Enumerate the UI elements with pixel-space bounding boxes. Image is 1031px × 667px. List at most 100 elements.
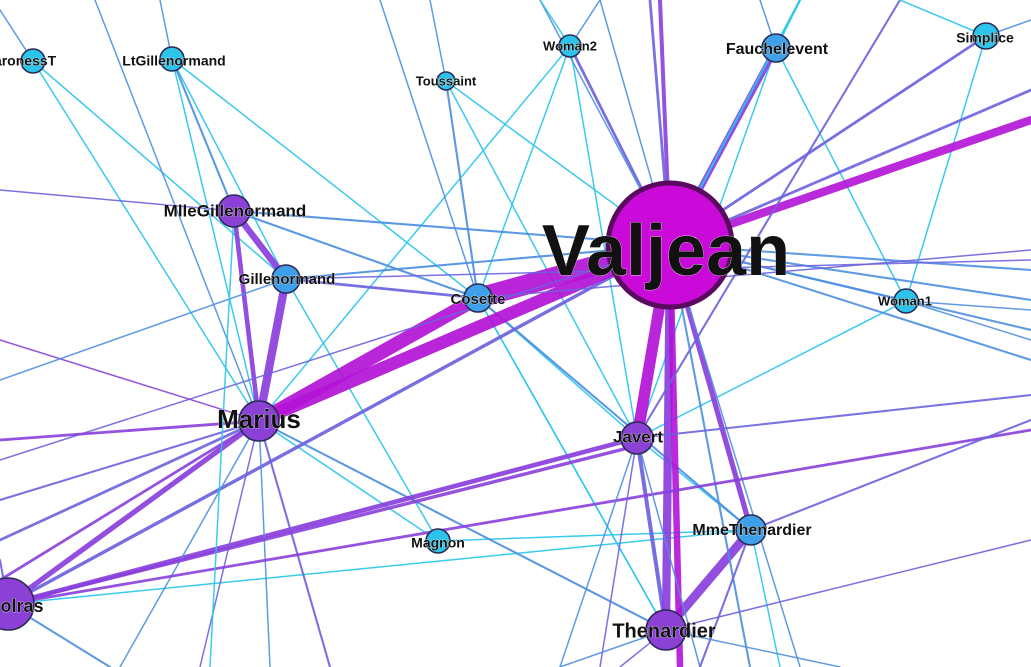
node-gillenormand[interactable] xyxy=(271,264,301,294)
node-label-javert: Javert xyxy=(613,427,663,446)
node-fauchelevent[interactable] xyxy=(761,33,791,63)
edge-cosette-toussaint xyxy=(444,79,480,300)
edge-cosette-mmethenardier xyxy=(476,296,753,532)
offscreen-edge-mllegillenormand-53 xyxy=(0,189,235,212)
offscreen-edge-javert-33 xyxy=(635,0,902,440)
node-label-mllegillenormand: MlleGillenormand xyxy=(164,201,307,220)
node-label-valjean: Valjean xyxy=(542,211,790,291)
offscreen-edge-enjolras-26 xyxy=(6,443,642,606)
node-label-marius: Marius xyxy=(217,404,301,434)
node-mllegillenormand[interactable] xyxy=(217,194,251,228)
edge-marius-gillenormand xyxy=(254,274,291,426)
edge-javert-woman1 xyxy=(636,300,907,439)
node-label-gillenormand: Gillenormand xyxy=(239,271,336,288)
offscreen-edge-javert-32 xyxy=(636,437,701,667)
node-label-woman2: Woman2 xyxy=(543,38,597,53)
node-label-thenardier: Thenardier xyxy=(612,620,716,642)
edges-layer xyxy=(5,34,988,635)
offscreen-edge-valjean-12 xyxy=(668,243,752,667)
edge-marius-baronesst xyxy=(32,60,260,422)
offscreen-edge-marius-19 xyxy=(94,0,260,422)
edge-ltgillenormand-gillenormand xyxy=(171,58,287,280)
edge-ltgillenormand-mllegillenormand xyxy=(170,57,236,213)
node-magnon[interactable] xyxy=(425,528,451,554)
node-label-toussaint: Toussaint xyxy=(416,73,477,88)
edge-thenardier-cosette xyxy=(477,297,667,631)
offscreen-edge-marius-20 xyxy=(0,339,260,422)
offscreen-edge-mmethenardier-34 xyxy=(749,418,1031,532)
edge-javert-toussaint xyxy=(445,80,638,439)
offscreen-edge-woman1-45 xyxy=(905,300,1031,341)
offscreen-edge-javert-29 xyxy=(635,393,1031,440)
edge-valjean-mllegillenormand xyxy=(232,209,672,247)
node-label-baronesst: BaronessT xyxy=(0,53,57,69)
offscreen-edge-simplice-44 xyxy=(899,0,987,37)
node-simplice[interactable] xyxy=(972,22,1000,50)
edge-marius-magnon xyxy=(258,420,439,542)
offscreen-edge-marius-16 xyxy=(0,419,261,502)
offscreen-edge-marius-17 xyxy=(0,419,261,542)
edge-simplice-woman1 xyxy=(905,35,987,302)
nodes-layer xyxy=(0,22,1000,651)
edge-cosette-gillenormand xyxy=(284,277,480,300)
node-label-cosette: Cosette xyxy=(450,291,505,308)
offscreen-edge-javert-31 xyxy=(599,437,638,667)
edge-gillenormand-baronesst xyxy=(32,60,287,280)
offscreen-edge-marius-18 xyxy=(0,419,261,582)
node-label-woman1: Woman1 xyxy=(878,293,932,308)
edge-valjean-enjolras xyxy=(6,243,672,606)
offscreen-edge-marius-23 xyxy=(119,420,260,667)
offscreen-edge-enjolras-25 xyxy=(6,428,1031,606)
node-javert[interactable] xyxy=(620,421,654,455)
node-marius[interactable] xyxy=(238,400,280,442)
node-label-simplice: Simplice xyxy=(956,30,1014,46)
edge-cosette-ltgillenormand xyxy=(171,58,479,299)
edge-javert-thenardier xyxy=(635,436,668,632)
node-label-ltgillenormand: LtGillenormand xyxy=(122,53,225,69)
node-mmethenardier[interactable] xyxy=(735,514,767,546)
offscreen-edge-marius-22 xyxy=(258,420,271,667)
offscreen-edge-mmethenardier-36 xyxy=(698,528,753,667)
offscreen-edge-mllegillenormand-54 xyxy=(209,210,235,667)
offscreen-edge-valjean-1 xyxy=(668,88,1031,247)
edge-marius-mllegillenormand xyxy=(231,208,262,424)
offscreen-edge-woman1-46 xyxy=(905,300,1031,311)
edge-marius-ltgillenormand xyxy=(171,58,260,422)
node-label-mmethenardier: MmeThenardier xyxy=(692,522,811,539)
edge-mmethenardier-enjolras xyxy=(7,529,752,605)
offscreen-edge-thenardier-39 xyxy=(665,629,841,667)
node-enjolras[interactable] xyxy=(0,577,35,631)
offscreen-edge-marius-15 xyxy=(0,419,261,442)
offscreen-edge-marius-21 xyxy=(257,419,332,667)
node-label-fauchelevent: Fauchelevent xyxy=(726,41,829,58)
node-toussaint[interactable] xyxy=(436,71,456,91)
node-label-enjolras: Enjolras xyxy=(0,596,44,616)
edge-marius-woman2 xyxy=(258,45,571,422)
offscreen-edge-cosette-56 xyxy=(477,249,1031,299)
offscreen-edge-cosette-57 xyxy=(379,0,479,299)
offscreen-edge-thenardier-40 xyxy=(665,539,1031,631)
node-woman1[interactable] xyxy=(893,288,919,314)
offscreen-edge-gillenormand-52 xyxy=(0,278,287,381)
node-thenardier[interactable] xyxy=(645,609,687,651)
offscreen-edge-mmethenardier-35 xyxy=(750,529,781,667)
edge-javert-woman2 xyxy=(569,45,638,439)
node-valjean[interactable] xyxy=(605,180,735,310)
offscreen-edge-marius-24 xyxy=(199,420,260,667)
edge-cosette-mllegillenormand xyxy=(232,209,480,300)
offscreen-edge-javert-30 xyxy=(559,437,638,667)
offscreen-edge-valjean-11 xyxy=(666,241,684,667)
edge-marius-enjolras xyxy=(5,418,262,607)
node-label-magnon: Magnon xyxy=(411,535,465,551)
node-baronesst[interactable] xyxy=(20,48,46,74)
offscreen-edge-valjean-14 xyxy=(0,244,671,461)
node-cosette[interactable] xyxy=(463,283,493,313)
offscreen-edge-toussaint-49 xyxy=(429,0,447,82)
node-woman2[interactable] xyxy=(558,34,582,58)
edge-cosette-woman2 xyxy=(477,45,571,299)
offscreen-edge-valjean-13 xyxy=(669,244,801,667)
node-ltgillenormand[interactable] xyxy=(159,46,185,72)
